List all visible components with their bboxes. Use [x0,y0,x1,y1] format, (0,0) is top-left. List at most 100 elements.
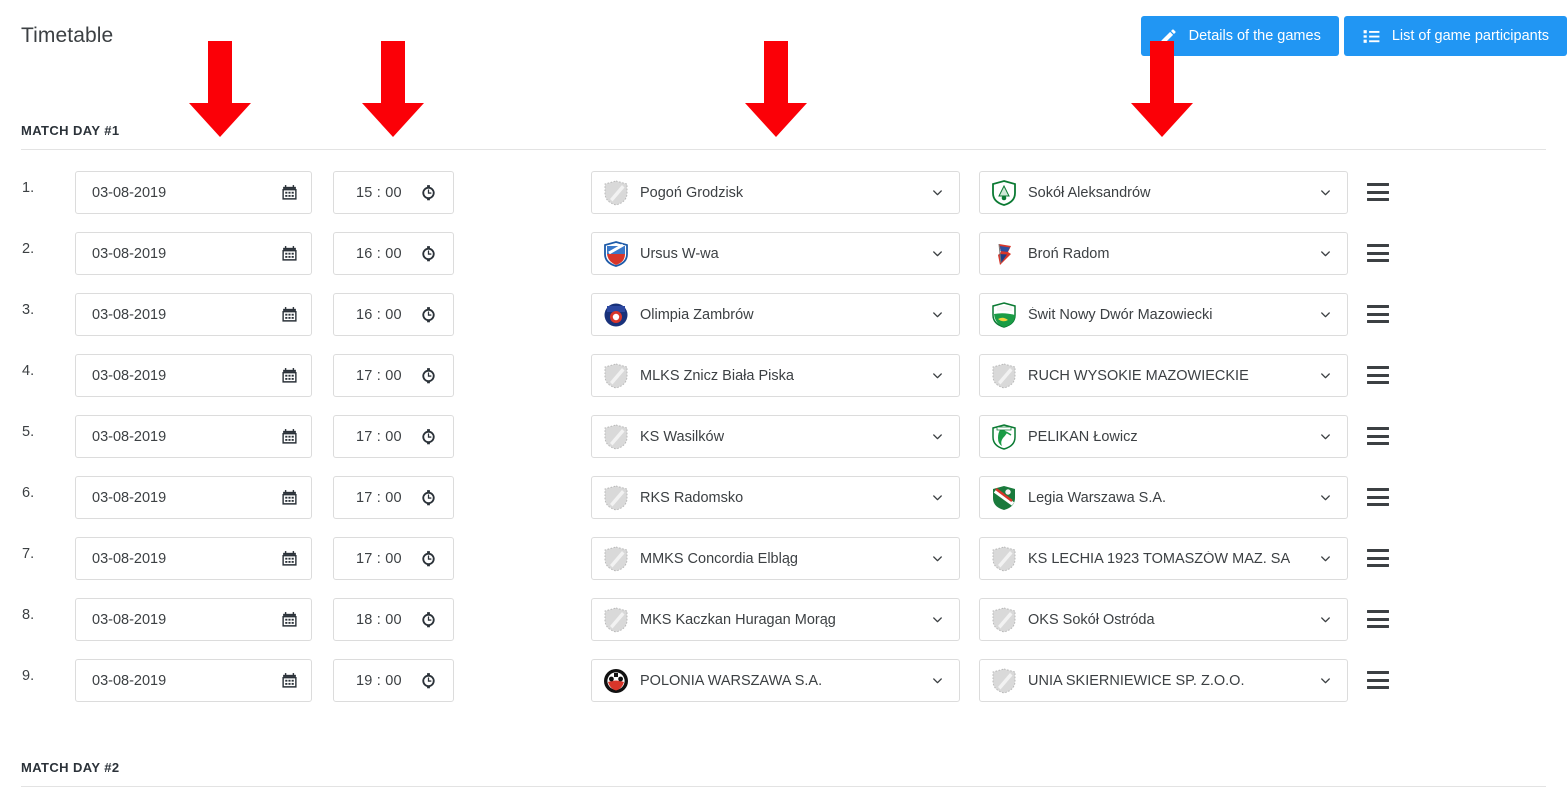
away-team-select[interactable]: Broń Radom [979,232,1348,275]
date-field[interactable]: 03-08-2019 [75,659,312,702]
clock-icon[interactable] [420,489,437,506]
away-team-select[interactable]: RUCH WYSOKIE MAZOWIECKIE [979,354,1348,397]
away-team-select[interactable]: Świt Nowy Dwór Mazowiecki [979,293,1348,336]
chevron-down-icon[interactable] [1318,185,1333,200]
chevron-down-icon[interactable] [930,551,945,566]
calendar-icon[interactable] [281,184,298,201]
row-index: 2. [22,241,35,257]
calendar-icon[interactable] [281,550,298,567]
date-field[interactable]: 03-08-2019 [75,171,312,214]
drag-handle-icon[interactable] [1367,305,1389,323]
calendar-icon[interactable] [281,672,298,689]
chevron-down-icon[interactable] [1318,307,1333,322]
chevron-down-icon[interactable] [1318,368,1333,383]
away-team-select[interactable]: OKS Sokół Ostróda [979,598,1348,641]
clock-icon[interactable] [420,367,437,384]
away-team-crest-icon [991,606,1017,633]
home-team-select[interactable]: Ursus W-wa [591,232,960,275]
chevron-down-icon[interactable] [1318,673,1333,688]
row-index: 5. [22,424,35,440]
time-field[interactable]: 17 : 00 [333,415,454,458]
home-team-select[interactable]: Olimpia Zambrów [591,293,960,336]
home-team-select[interactable]: Pogoń Grodzisk [591,171,960,214]
date-field[interactable]: 03-08-2019 [75,354,312,397]
home-team-select[interactable]: MKS Kaczkan Huragan Morąg [591,598,960,641]
calendar-icon[interactable] [281,367,298,384]
home-team-name: Ursus W-wa [640,245,719,262]
chevron-down-icon[interactable] [1318,246,1333,261]
calendar-icon[interactable] [281,306,298,323]
clock-icon[interactable] [420,428,437,445]
time-field[interactable]: 16 : 00 [333,293,454,336]
clock-icon[interactable] [420,611,437,628]
drag-handle-icon[interactable] [1367,671,1389,689]
drag-handle-icon[interactable] [1367,366,1389,384]
clock-icon[interactable] [420,306,437,323]
time-field[interactable]: 15 : 00 [333,171,454,214]
clock-icon[interactable] [420,184,437,201]
drag-handle-icon[interactable] [1367,244,1389,262]
date-value: 03-08-2019 [92,428,167,445]
date-field[interactable]: 03-08-2019 [75,598,312,641]
away-team-select[interactable]: Legia Warszawa S.A. [979,476,1348,519]
match-row: 2. 03-08-2019 16 : 00 Ursus W-wa Broń Radom [0,232,1567,276]
home-team-select[interactable]: POLONIA WARSZAWA S.A. [591,659,960,702]
home-team-select[interactable]: MLKS Znicz Biała Piska [591,354,960,397]
chevron-down-icon[interactable] [930,673,945,688]
home-team-crest-icon [603,484,629,511]
chevron-down-icon[interactable] [930,185,945,200]
date-field[interactable]: 03-08-2019 [75,293,312,336]
time-field[interactable]: 18 : 00 [333,598,454,641]
time-field[interactable]: 17 : 00 [333,476,454,519]
away-team-select[interactable]: KS LECHIA 1923 TOMASZÓW MAZ. SA [979,537,1348,580]
date-field[interactable]: 03-08-2019 [75,415,312,458]
drag-handle-icon[interactable] [1367,183,1389,201]
chevron-down-icon[interactable] [930,307,945,322]
away-team-select[interactable]: Sokół Aleksandrów [979,171,1348,214]
drag-handle-icon[interactable] [1367,427,1389,445]
time-field[interactable]: 17 : 00 [333,354,454,397]
time-field[interactable]: 16 : 00 [333,232,454,275]
chevron-down-icon[interactable] [1318,490,1333,505]
home-team-select[interactable]: MMKS Concordia Elbląg [591,537,960,580]
list-of-game-participants-button[interactable]: List of game participants [1343,16,1567,56]
home-team-select[interactable]: KS Wasilków [591,415,960,458]
chevron-down-icon[interactable] [930,429,945,444]
home-team-crest-icon [603,423,629,450]
away-team-crest-icon [991,485,1017,511]
away-team-select[interactable]: UNIA SKIERNIEWICE SP. Z.O.O. [979,659,1348,702]
home-team-select[interactable]: RKS Radomsko [591,476,960,519]
home-team-crest-icon [603,240,629,267]
chevron-down-icon[interactable] [930,246,945,261]
chevron-down-icon[interactable] [1318,612,1333,627]
date-field[interactable]: 03-08-2019 [75,476,312,519]
clock-icon[interactable] [420,550,437,567]
chevron-down-icon[interactable] [1318,429,1333,444]
chevron-down-icon[interactable] [930,490,945,505]
time-field[interactable]: 17 : 00 [333,537,454,580]
clock-icon[interactable] [420,672,437,689]
top-actions-toolbar: Details of the games List of game partic… [1140,16,1567,56]
drag-handle-icon[interactable] [1367,488,1389,506]
away-team-crest-icon [991,301,1017,328]
time-field[interactable]: 19 : 00 [333,659,454,702]
clock-icon[interactable] [420,245,437,262]
drag-handle-icon[interactable] [1367,610,1389,628]
time-value: 16 : 00 [356,306,402,323]
drag-handle-icon[interactable] [1367,549,1389,567]
calendar-icon[interactable] [281,245,298,262]
calendar-icon[interactable] [281,428,298,445]
date-value: 03-08-2019 [92,550,167,567]
time-value: 17 : 00 [356,550,402,567]
chevron-down-icon[interactable] [930,612,945,627]
date-field[interactable]: 03-08-2019 [75,537,312,580]
calendar-icon[interactable] [281,611,298,628]
away-team-select[interactable]: PELIKAN Łowicz [979,415,1348,458]
calendar-icon[interactable] [281,489,298,506]
away-team-crest-icon [991,423,1017,450]
date-field[interactable]: 03-08-2019 [75,232,312,275]
time-value: 18 : 00 [356,611,402,628]
chevron-down-icon[interactable] [930,368,945,383]
chevron-down-icon[interactable] [1318,551,1333,566]
